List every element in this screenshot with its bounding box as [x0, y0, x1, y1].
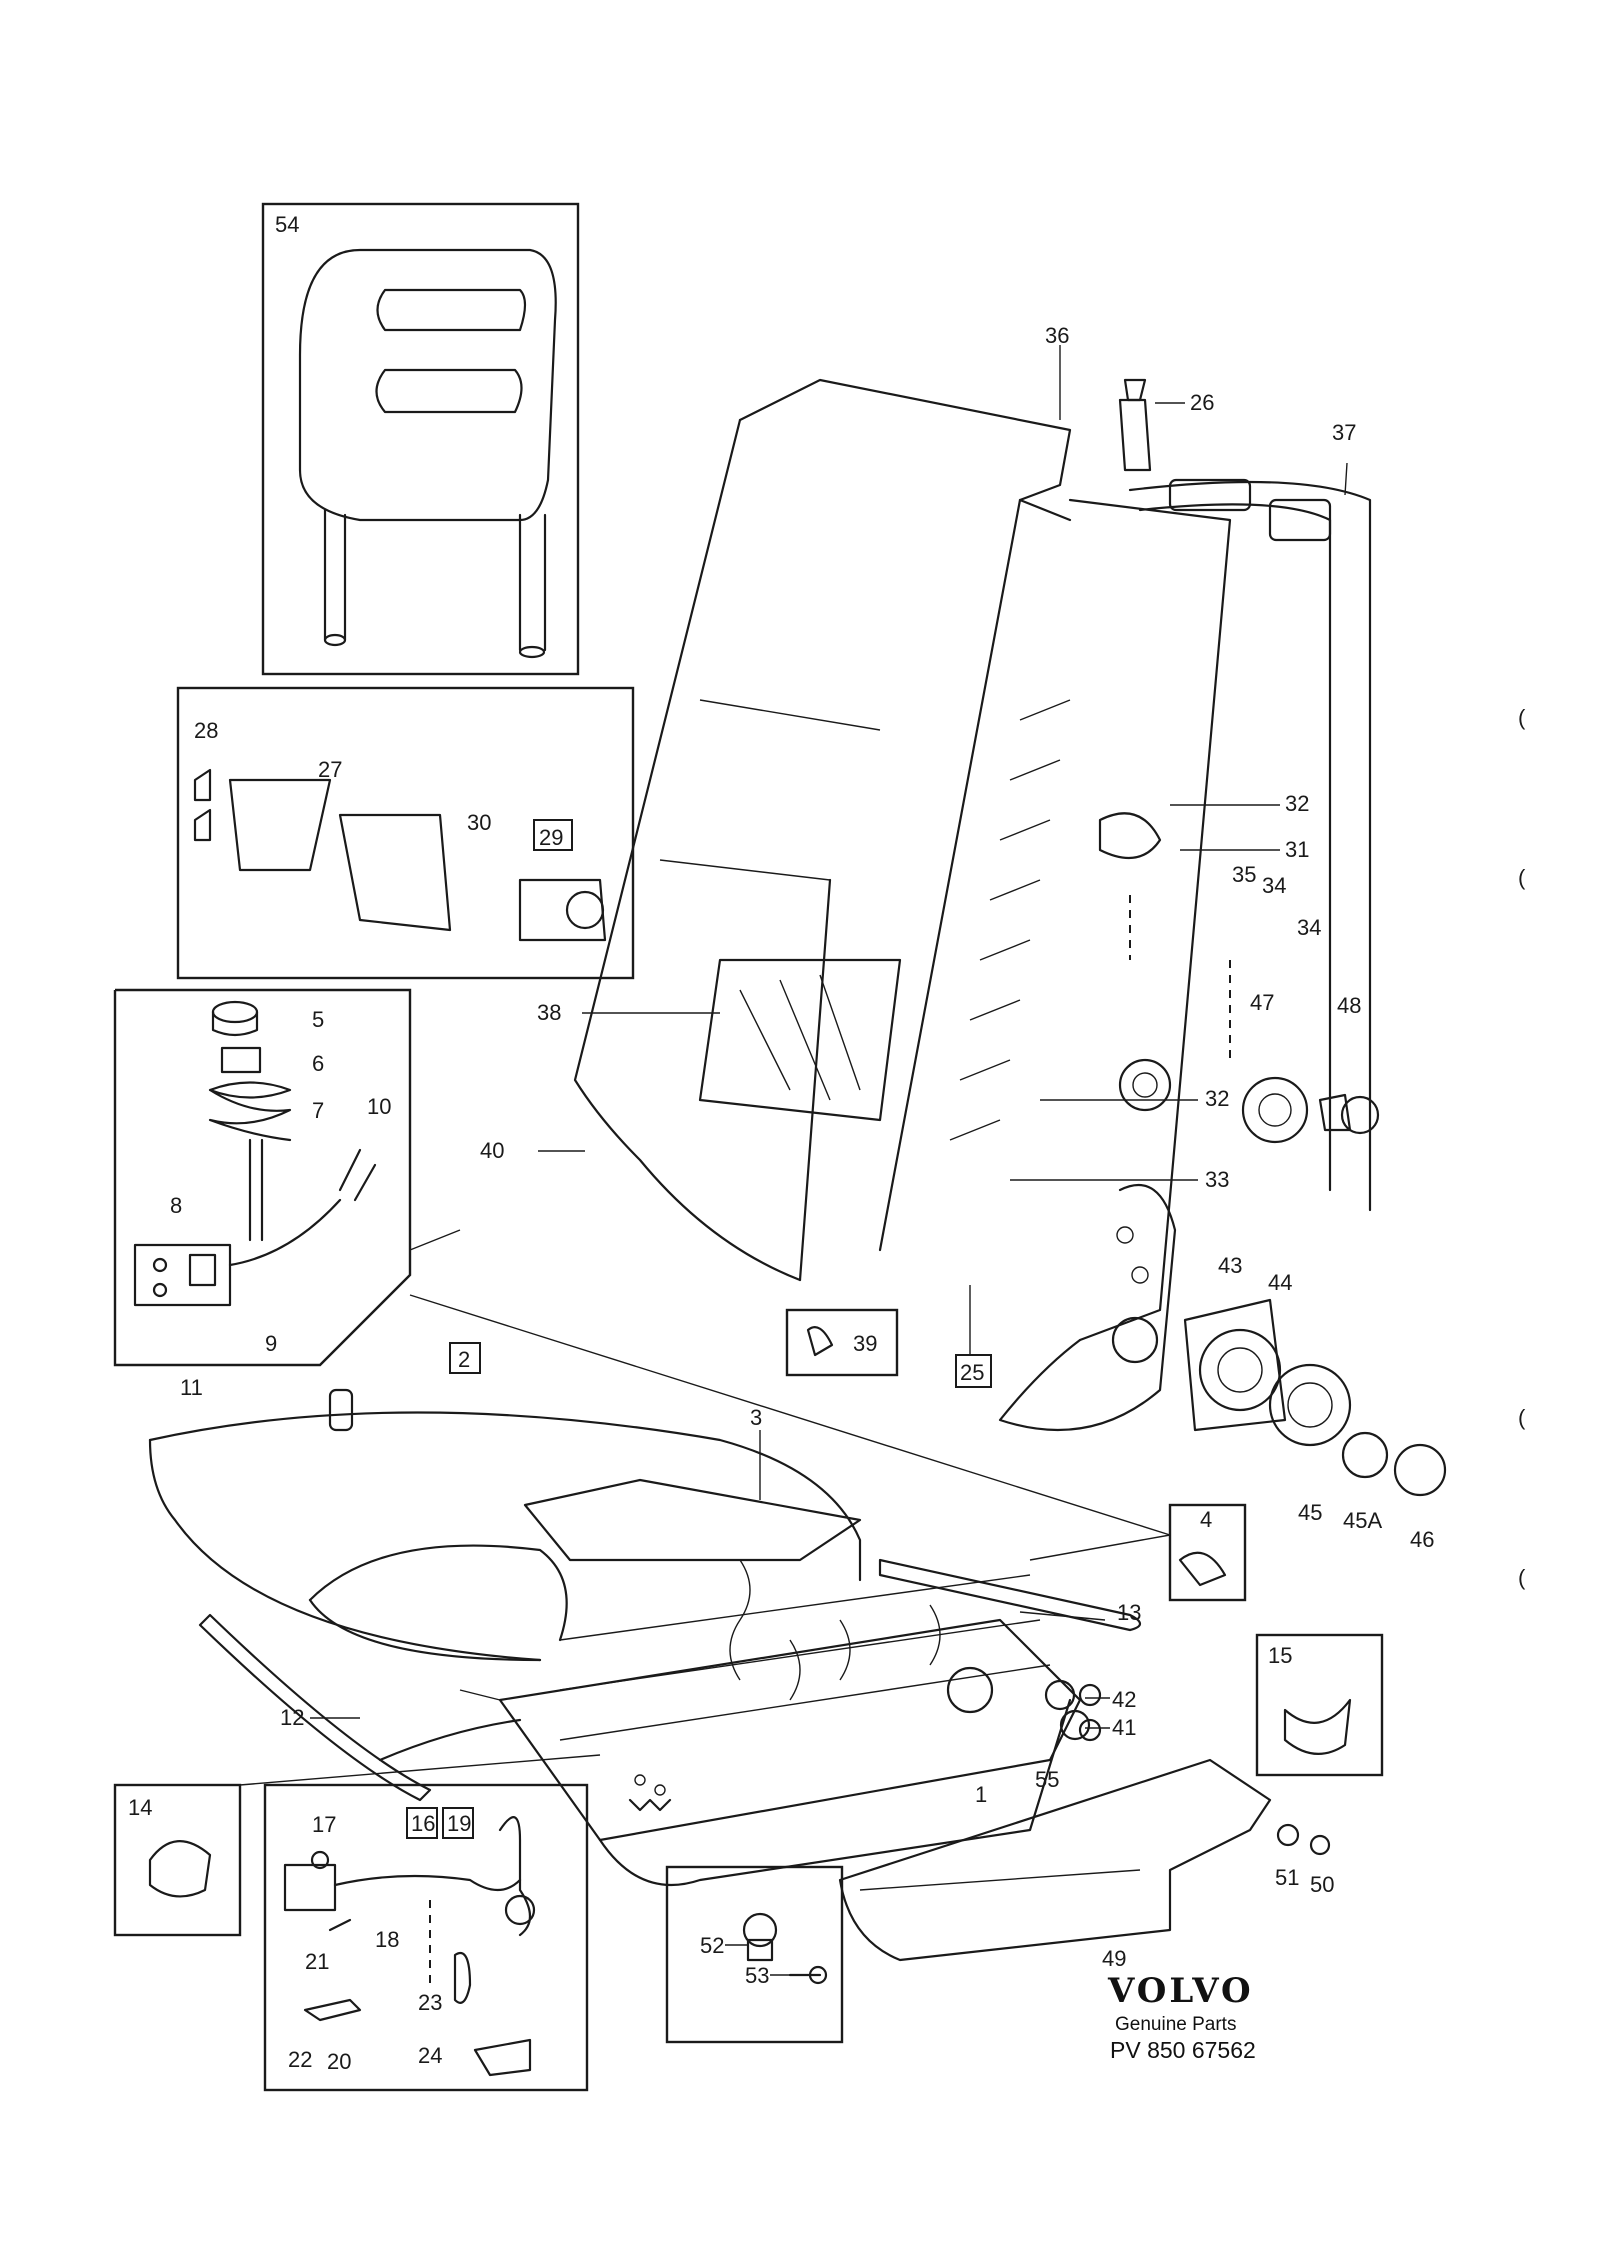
clip-14-icon — [148, 1840, 212, 1898]
callout-33: 33 — [1205, 1167, 1229, 1192]
callout-8: 8 — [170, 1193, 182, 1218]
callout-20: 20 — [327, 2049, 351, 2074]
callout-6: 6 — [312, 1051, 324, 1076]
callout-54: 54 — [275, 212, 299, 237]
callout-28: 28 — [194, 718, 218, 743]
catalog-code: PV 850 67562 — [1110, 2037, 1256, 2063]
clip-14-box — [113, 1783, 242, 1937]
callout-36: 36 — [1045, 323, 1069, 348]
margin-mark: ( — [1518, 1405, 1526, 1430]
clip-15-icon — [1283, 1698, 1352, 1755]
tag-2-box — [449, 1342, 481, 1374]
callout-24: 24 — [418, 2043, 442, 2068]
callout-45a: 45A — [1343, 1508, 1382, 1533]
callout-38: 38 — [537, 1000, 561, 1025]
callout-3: 3 — [750, 1405, 762, 1430]
heater-element-inset — [113, 988, 412, 1367]
leader-lines — [239, 345, 1348, 1976]
volvo-logo: VOLVO — [1107, 1971, 1254, 2011]
headrest-inset — [261, 202, 580, 676]
callout-23: 23 — [418, 1990, 442, 2015]
clip-4-box — [1168, 1503, 1247, 1602]
callout-11: 11 — [180, 1375, 203, 1400]
callout-42: 42 — [1112, 1687, 1136, 1712]
callout-29: 29 — [539, 825, 563, 850]
callout-7: 7 — [312, 1098, 324, 1123]
callout-46: 46 — [1410, 1527, 1434, 1552]
hardware-inset — [665, 1865, 844, 2044]
callout-39: 39 — [853, 1331, 877, 1356]
clip-39-icon — [806, 1326, 834, 1357]
callout-44: 44 — [1268, 1270, 1292, 1295]
callout-50: 50 — [1310, 1872, 1334, 1897]
callout-19: 19 — [447, 1811, 471, 1836]
clip-4-icon — [1178, 1551, 1227, 1587]
clip-15-box — [1255, 1633, 1384, 1777]
margin-mark: ( — [1518, 1565, 1526, 1590]
callout-1: 1 — [975, 1782, 987, 1807]
callout-48: 48 — [1337, 993, 1361, 1018]
callout-37: 37 — [1332, 420, 1356, 445]
callout-34a: 34 — [1262, 873, 1286, 898]
tag-25-box — [955, 1354, 992, 1388]
callout-5: 5 — [312, 1007, 324, 1032]
callout-17: 17 — [312, 1812, 336, 1837]
callout-26: 26 — [1190, 390, 1214, 415]
seat-cushion-assembly — [148, 1388, 1142, 1887]
callout-21: 21 — [305, 1949, 329, 1974]
margin-mark: ( — [1518, 865, 1526, 890]
callout-35: 35 — [1232, 862, 1256, 887]
callout-41: 41 — [1112, 1715, 1136, 1740]
callout-49: 49 — [1102, 1946, 1126, 1971]
callout-12: 12 — [280, 1705, 304, 1730]
callout-53: 53 — [745, 1963, 769, 1988]
callout-22: 22 — [288, 2047, 312, 2072]
callout-31: 31 — [1285, 837, 1309, 862]
brand-subtitle: Genuine Parts — [1115, 2014, 1236, 2035]
callout-51: 51 — [1275, 1865, 1299, 1890]
callout-16: 16 — [411, 1811, 435, 1836]
callout-30: 30 — [467, 810, 491, 835]
margin-mark: ( — [1518, 705, 1526, 730]
callout-4: 4 — [1200, 1507, 1212, 1532]
wiring-inset — [263, 1783, 589, 2092]
callout-25: 25 — [960, 1360, 984, 1385]
clip-39-box — [785, 1308, 899, 1377]
callout-55: 55 — [1035, 1767, 1059, 1792]
callout-18: 18 — [375, 1927, 399, 1952]
backrest-assembly — [573, 378, 1372, 1432]
callout-45: 45 — [1298, 1500, 1322, 1525]
callout-52: 52 — [700, 1933, 724, 1958]
callout-32a: 32 — [1285, 791, 1309, 816]
callout-34b: 34 — [1297, 915, 1321, 940]
side-trim-panel — [838, 1758, 1331, 1962]
callout-2: 2 — [458, 1347, 470, 1372]
callout-32b: 32 — [1205, 1086, 1229, 1111]
callout-27: 27 — [318, 757, 342, 782]
callout-47: 47 — [1250, 990, 1274, 1015]
callout-10: 10 — [367, 1094, 391, 1119]
callout-15: 15 — [1268, 1643, 1292, 1668]
recliner-parts — [1183, 1076, 1447, 1497]
callout-40: 40 — [480, 1138, 504, 1163]
callout-9: 9 — [265, 1331, 277, 1356]
callout-43: 43 — [1218, 1253, 1242, 1278]
seat-heater-switch-inset — [176, 686, 635, 980]
callout-13: 13 — [1117, 1600, 1141, 1625]
callout-14: 14 — [128, 1795, 152, 1820]
